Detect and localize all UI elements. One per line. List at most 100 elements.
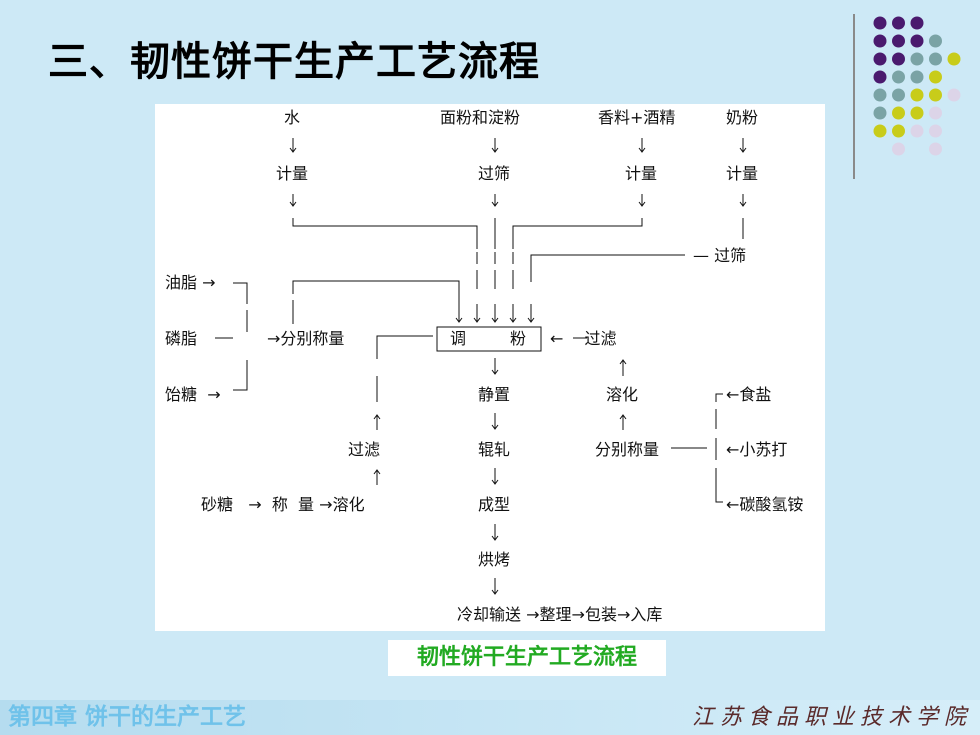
- flow-arrowhead: [491, 535, 499, 541]
- label-measure-3: 计量: [726, 164, 759, 183]
- label-milk-powder: 奶粉: [726, 108, 759, 127]
- flowchart-panel: 水 面粉和淀粉 香料+酒精 奶粉 计量 过筛 计量 计量 — 过筛 油脂 → 磷…: [155, 104, 825, 631]
- flow-arrowhead: [473, 317, 481, 323]
- flow-arrowhead: [455, 317, 463, 323]
- decor-dot: [892, 124, 905, 138]
- label-baking-soda-text: 小苏打: [739, 440, 788, 459]
- flow-arrowhead: [619, 359, 627, 365]
- decor-dot: [873, 124, 887, 138]
- decor-dot: [892, 88, 905, 102]
- label-rest: 静置: [478, 385, 511, 404]
- flow-arrowhead: [619, 414, 627, 420]
- label-oil: 油脂 →: [165, 273, 216, 292]
- decor-dot: [873, 106, 887, 120]
- decor-dot: [929, 34, 942, 48]
- decor-dot: [892, 70, 905, 84]
- label-ammonium-text: 碳酸氢铵: [739, 495, 804, 514]
- decor-dot: [873, 34, 887, 48]
- flow-arrowhead: [491, 589, 499, 595]
- flow-arrowhead: [638, 201, 646, 207]
- label-malt-sugar: 饴糖 →: [165, 385, 221, 404]
- decor-dot: [892, 106, 905, 120]
- decor-dot: [929, 70, 942, 84]
- label-baking-soda: ←小苏打: [726, 440, 788, 459]
- label-weigh-2: 量: [298, 495, 315, 514]
- flow-arrowhead: [289, 201, 297, 207]
- flow-arrowhead: [491, 201, 499, 207]
- label-salt-text: 食盐: [739, 385, 772, 404]
- label-phospholipid: 磷脂: [165, 329, 198, 348]
- decor-dot: [873, 70, 887, 84]
- flow-arrowhead: [491, 479, 499, 485]
- label-sieve-1: 过筛: [478, 164, 511, 183]
- decor-dot: [892, 34, 905, 48]
- decor-dot: [910, 70, 924, 84]
- flow-arrowhead: [509, 317, 517, 323]
- label-weigh-1: 称: [271, 495, 288, 514]
- decor-dot: [910, 106, 924, 120]
- decor-dot: [910, 16, 924, 30]
- flowchart-caption: 韧性饼干生产工艺流程: [388, 640, 666, 676]
- footer-bar: 第四章 饼干的生产工艺 江苏食品职业技术学院: [0, 700, 980, 735]
- label-weigh-separately-2: 分别称量: [595, 440, 660, 459]
- label-salt: ←食盐: [726, 385, 772, 404]
- decor-dot: [929, 52, 942, 66]
- label-filter-right: ← 过滤: [550, 329, 617, 348]
- flow-arrowhead: [491, 317, 499, 323]
- label-dough-mix-1: 调: [450, 329, 467, 348]
- label-packing: 包装: [584, 605, 617, 624]
- flow-arrowhead: [638, 147, 646, 153]
- label-measure-2: 计量: [625, 164, 658, 183]
- label-weigh-separately-1-text: 分别称量: [280, 329, 345, 348]
- label-dough-mix: 调粉: [450, 329, 526, 349]
- decor-dot: [947, 52, 961, 66]
- decor-dot: [910, 52, 924, 66]
- decor-dot: [873, 16, 887, 30]
- decor-dot: [929, 106, 942, 120]
- decor-dot: [910, 88, 924, 102]
- flow-arrowhead: [491, 147, 499, 153]
- decorative-dot-grid: [873, 16, 961, 156]
- connector-lines: [215, 218, 744, 503]
- label-sieve-2-text: 过筛: [714, 246, 747, 265]
- decor-dot: [910, 124, 924, 138]
- label-baking: 烘烤: [478, 550, 511, 569]
- decor-dot: [910, 34, 924, 48]
- label-flour-starch: 面粉和淀粉: [440, 108, 521, 127]
- footer-chapter: 第四章 饼干的生产工艺: [8, 704, 247, 730]
- label-dissolve-right: 溶化: [606, 385, 639, 404]
- label-malt-sugar-text: 饴糖: [165, 385, 198, 404]
- label-rolling: 辊轧: [478, 440, 511, 459]
- flow-arrowhead: [289, 147, 297, 153]
- decor-dot: [892, 52, 905, 66]
- label-weigh-separately-1: →分别称量: [267, 329, 345, 348]
- label-final-row: 冷却输送 →整理→包装→入库: [457, 605, 663, 624]
- title-divider: [853, 14, 855, 179]
- decor-dot: [892, 16, 905, 30]
- decor-dot: [947, 88, 961, 102]
- decor-dot: [873, 88, 887, 102]
- label-sugar-row: 砂糖 → 称 量 →溶化: [201, 495, 365, 514]
- label-filter-right-text: 过滤: [584, 329, 617, 348]
- footer-school-logo: 江苏食品职业技术学院: [691, 705, 972, 730]
- flow-arrowhead: [373, 414, 381, 420]
- label-cooling: 冷却输送: [457, 605, 522, 624]
- decor-dot: [929, 142, 942, 156]
- label-sieve-2: — 过筛: [693, 246, 747, 265]
- label-dough-mix-2: 粉: [510, 329, 527, 348]
- decor-dot: [892, 142, 905, 156]
- flow-arrowhead: [739, 147, 747, 153]
- decor-dot: [929, 88, 942, 102]
- label-dissolve-left: 溶化: [332, 495, 365, 514]
- decor-dot: [929, 124, 942, 138]
- label-measure-1: 计量: [276, 164, 309, 183]
- label-ammonium-bicarbonate: ←碳酸氢铵: [726, 495, 804, 514]
- label-oil-text: 油脂: [165, 273, 198, 292]
- flow-arrowhead: [491, 424, 499, 430]
- flowchart-lines: [215, 138, 747, 595]
- label-forming: 成型: [478, 495, 511, 514]
- decor-dot: [873, 52, 887, 66]
- label-flavor-alcohol: 香料+酒精: [598, 108, 676, 127]
- label-sugar: 砂糖: [201, 495, 234, 514]
